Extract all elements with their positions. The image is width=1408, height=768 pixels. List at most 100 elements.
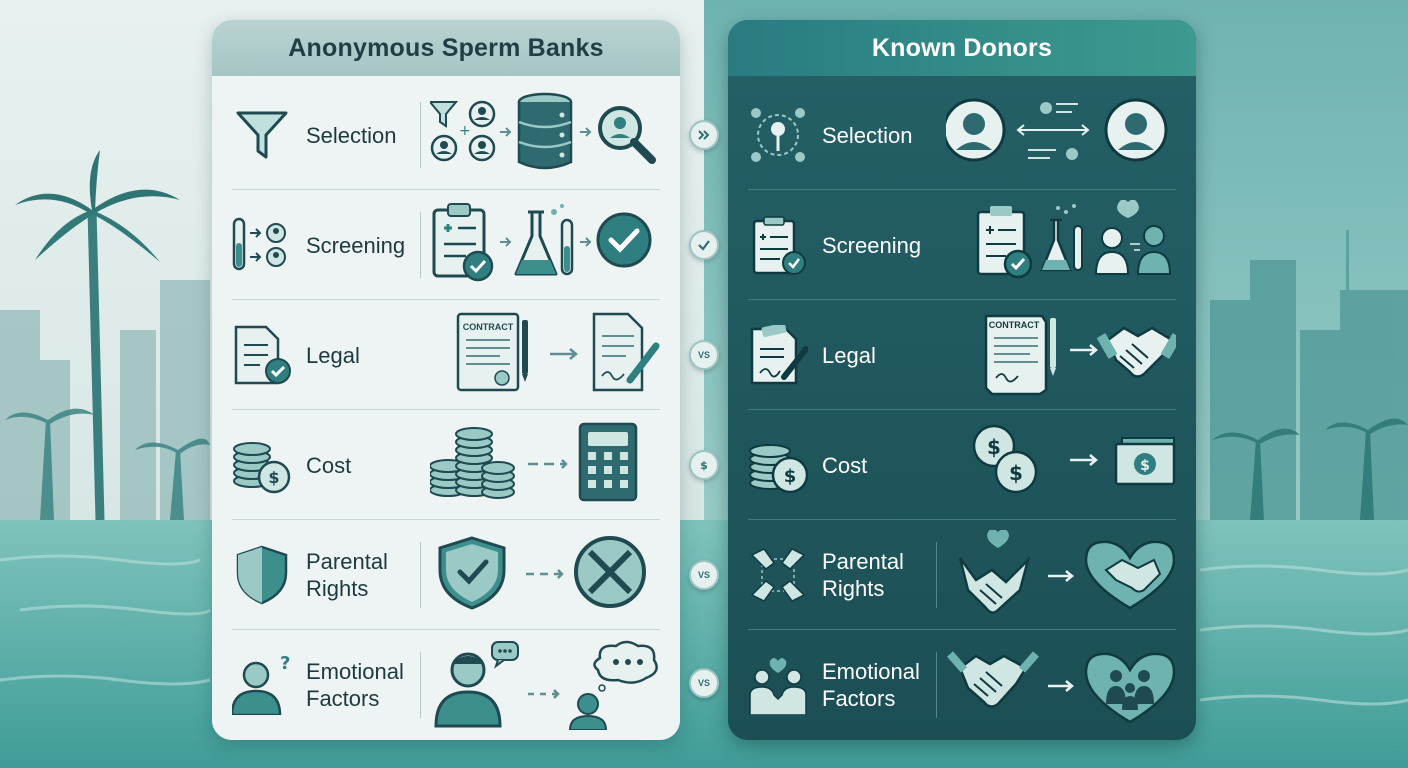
row-label: Legal: [306, 342, 360, 368]
shield-check-icon: [438, 536, 506, 610]
parental-rights-flow: [438, 536, 646, 610]
contract-text: CONTRACT: [463, 322, 514, 332]
signed-document-icon: [592, 312, 660, 392]
row-label: Legal: [822, 342, 876, 368]
palm-tree-icon: [15, 150, 180, 521]
check-icon: [698, 240, 710, 251]
divider: [936, 542, 937, 608]
row-emotional-factors: ? Emotional Factors: [232, 630, 660, 740]
couple-icon: [1094, 200, 1172, 275]
row-selection: Selection +: [232, 80, 660, 190]
row-label: Emotional Factors: [822, 659, 920, 711]
divider: [420, 102, 421, 168]
row-label: Cost: [822, 452, 868, 478]
screening-flow: [976, 200, 1172, 279]
row-legal: Legal CONTRACT: [232, 300, 660, 410]
panel-body: Selection +: [212, 76, 680, 740]
parental-rights-flow: [958, 530, 1176, 614]
row-emotional-factors: Emotional Factors: [748, 630, 1176, 740]
coin-stack-icon: [430, 427, 515, 499]
heart-handshake-icon: [958, 530, 1031, 614]
profiles-icon: +: [430, 100, 496, 162]
row-label: Screening: [822, 232, 922, 258]
cross-circle-icon: [574, 536, 646, 608]
cost-flow: [430, 422, 638, 502]
svg-text:+: +: [459, 123, 471, 139]
legal-flow: CONTRACT: [456, 312, 660, 392]
selection-flow: +: [430, 92, 656, 170]
clipboard-icon: [976, 206, 1033, 279]
clipboard-icon: [752, 216, 806, 275]
known-donors-panel: Known Donors Selection: [728, 20, 1196, 740]
shield-icon: [236, 545, 288, 605]
svg-text:$: $: [268, 468, 279, 487]
connector-badge: VS: [689, 560, 719, 590]
connector-badge: $: [689, 450, 719, 480]
connector-badge: [689, 120, 719, 150]
row-label: Cost: [306, 452, 352, 478]
svg-text:$: $: [700, 459, 708, 472]
divider: [420, 542, 421, 608]
row-label: Selection: [306, 122, 397, 148]
row-label: Emotional Factors: [306, 659, 404, 711]
network-icon: [751, 108, 805, 162]
coins-icon: $: [749, 444, 808, 494]
heart-hands-icon: [1084, 540, 1176, 610]
screening-flow: [432, 203, 652, 282]
people-heart-icon: [749, 658, 807, 715]
test-tube-icon: [232, 217, 286, 271]
selection-flow: [946, 98, 1168, 162]
emotional-factors-flow: [434, 640, 658, 730]
legal-flow: CONTRACT: [984, 314, 1176, 396]
svg-text:$: $: [987, 435, 1001, 459]
flask-icon: [1040, 204, 1083, 272]
coins-icon: $ $: [972, 424, 1038, 494]
row-cost: $ Cost $ $ $: [748, 410, 1176, 520]
row-label: Parental Rights: [306, 549, 388, 601]
filter-icon: [236, 111, 288, 159]
row-selection: Selection: [748, 80, 1176, 190]
panel-title: Known Donors: [728, 20, 1196, 76]
row-screening: Screening: [232, 190, 660, 300]
svg-text:$: $: [1009, 461, 1023, 485]
row-parental-rights: Parental Rights: [232, 520, 660, 630]
man-avatar-icon: [1104, 98, 1168, 162]
row-parental-rights: Parental Rights: [748, 520, 1176, 630]
banknote-icon: $: [1114, 437, 1176, 486]
contract-icon: CONTRACT: [456, 312, 528, 392]
coins-icon: $: [233, 442, 291, 494]
row-screening: Screening: [748, 190, 1176, 300]
divider: [420, 212, 421, 278]
person-chat-icon: [434, 641, 519, 728]
contract-text: CONTRACT: [989, 320, 1040, 330]
divider: [936, 652, 937, 718]
divider: [420, 652, 421, 718]
panel-body: Selection: [728, 76, 1196, 740]
magnifier-icon: [598, 106, 656, 164]
clipboard-icon: [432, 203, 494, 282]
family-heart-icon: [1084, 652, 1176, 724]
row-label: Parental Rights: [822, 549, 904, 601]
connector-badge: VS: [689, 340, 719, 370]
connector-badge: [689, 230, 719, 260]
row-label: Screening: [306, 232, 406, 258]
calculator-icon: [578, 422, 638, 502]
emotional-factors-flow: [946, 651, 1176, 724]
database-icon: [517, 92, 573, 170]
svg-text:$: $: [1140, 458, 1150, 474]
handshake-icon: [1096, 326, 1176, 378]
document-check-icon: [234, 325, 291, 385]
connector-badge: VS: [689, 668, 719, 698]
cost-flow: $ $ $: [972, 424, 1176, 494]
thought-bubble-icon: [568, 640, 658, 730]
panel-title: Anonymous Sperm Banks: [212, 20, 680, 76]
svg-text:$: $: [784, 466, 797, 487]
handshake-icon: [946, 651, 1040, 708]
hands-circle-icon: [750, 548, 806, 602]
check-circle-icon: [596, 212, 652, 268]
svg-text:?: ?: [280, 655, 290, 674]
row-cost: $ Cost: [232, 410, 660, 520]
dollar-icon: $: [700, 459, 708, 472]
double-chevron-icon: [698, 130, 710, 140]
person-question-icon: ?: [232, 655, 290, 715]
